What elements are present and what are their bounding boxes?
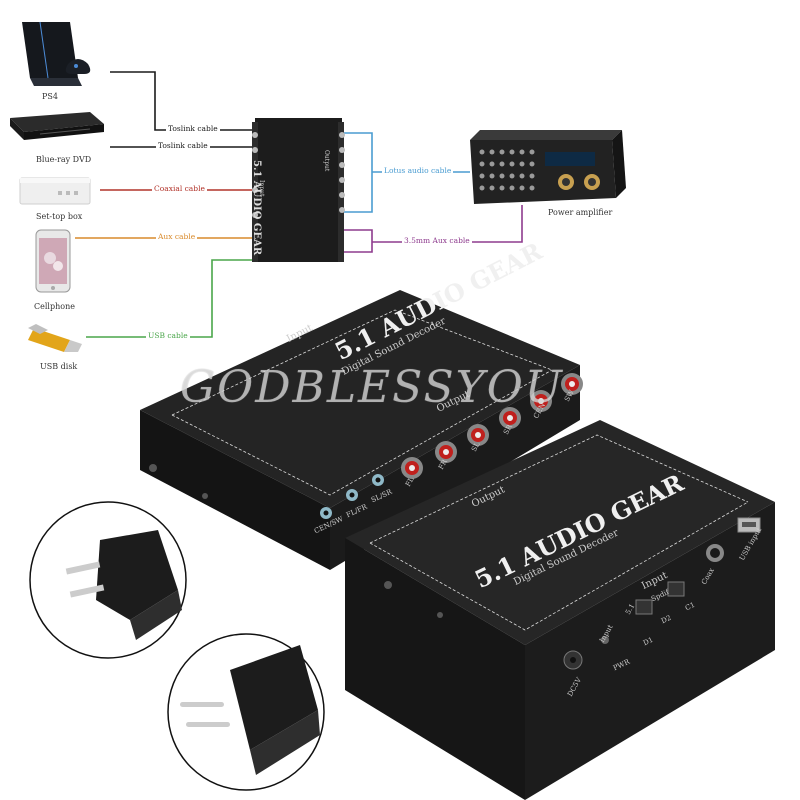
diagram-decoder-output: Output — [323, 150, 330, 172]
toslink-cable-1 — [110, 71, 255, 131]
diagram-decoder-icon — [252, 118, 345, 262]
rca-jack-sl — [467, 424, 489, 446]
front-3-5mm-jacks — [320, 474, 384, 519]
amplifier-label: Power amplifier — [548, 208, 613, 217]
source-label-ps4: PS4 — [42, 92, 58, 101]
source-label-cellphone: Cellphone — [34, 302, 75, 311]
rca-jack-fl — [401, 457, 423, 479]
usb-disk-icon — [28, 324, 82, 352]
bluray-player-icon — [10, 112, 104, 140]
settop-box-icon — [19, 177, 91, 205]
cable-label-usb: USB cable — [146, 331, 190, 340]
cable-label-aux: Aux cable — [156, 232, 198, 241]
connection-diagram — [10, 21, 626, 352]
cable-label-coaxial: Coaxial cable — [152, 184, 207, 193]
rca-jack-row — [401, 373, 583, 479]
source-label-settop: Set-top box — [36, 212, 83, 221]
power-amplifier-icon — [470, 130, 626, 204]
back-panel-ports — [563, 517, 761, 670]
source-label-bluray: Blue-ray DVD — [36, 155, 92, 164]
cellphone-icon — [35, 229, 71, 293]
product-photo — [29, 290, 775, 800]
source-label-usb: USB disk — [40, 362, 78, 371]
cable-label-aux35: 3.5mm Aux cable — [402, 236, 472, 245]
cable-label-lotus: Lotus audio cable — [382, 166, 454, 175]
cable-label-toslink-2: Toslink cable — [156, 141, 210, 150]
diagram-decoder-input: Input — [258, 180, 265, 197]
rca-jack-sw — [561, 373, 583, 395]
screw-icon — [149, 464, 157, 472]
cable-label-toslink-1: Toslink cable — [166, 124, 220, 133]
watermark: GODBLESSYOU — [180, 362, 564, 413]
us-power-adapter-icon — [29, 501, 187, 659]
screw-icon — [437, 612, 443, 618]
screw-icon — [202, 493, 208, 499]
rca-jack-fr — [435, 441, 457, 463]
ps4-console-icon — [22, 21, 91, 86]
screw-icon — [384, 581, 392, 589]
diagram-decoder-brand: 5.1 AUDIO GEAR — [251, 160, 262, 256]
decoder-back-view — [345, 420, 775, 800]
toslink-port-icon — [667, 581, 685, 597]
rca-jack-sr — [499, 407, 521, 429]
eu-power-adapter-icon — [167, 633, 325, 791]
rca-jack-cen — [530, 390, 552, 412]
toslink-port-icon — [635, 599, 653, 615]
